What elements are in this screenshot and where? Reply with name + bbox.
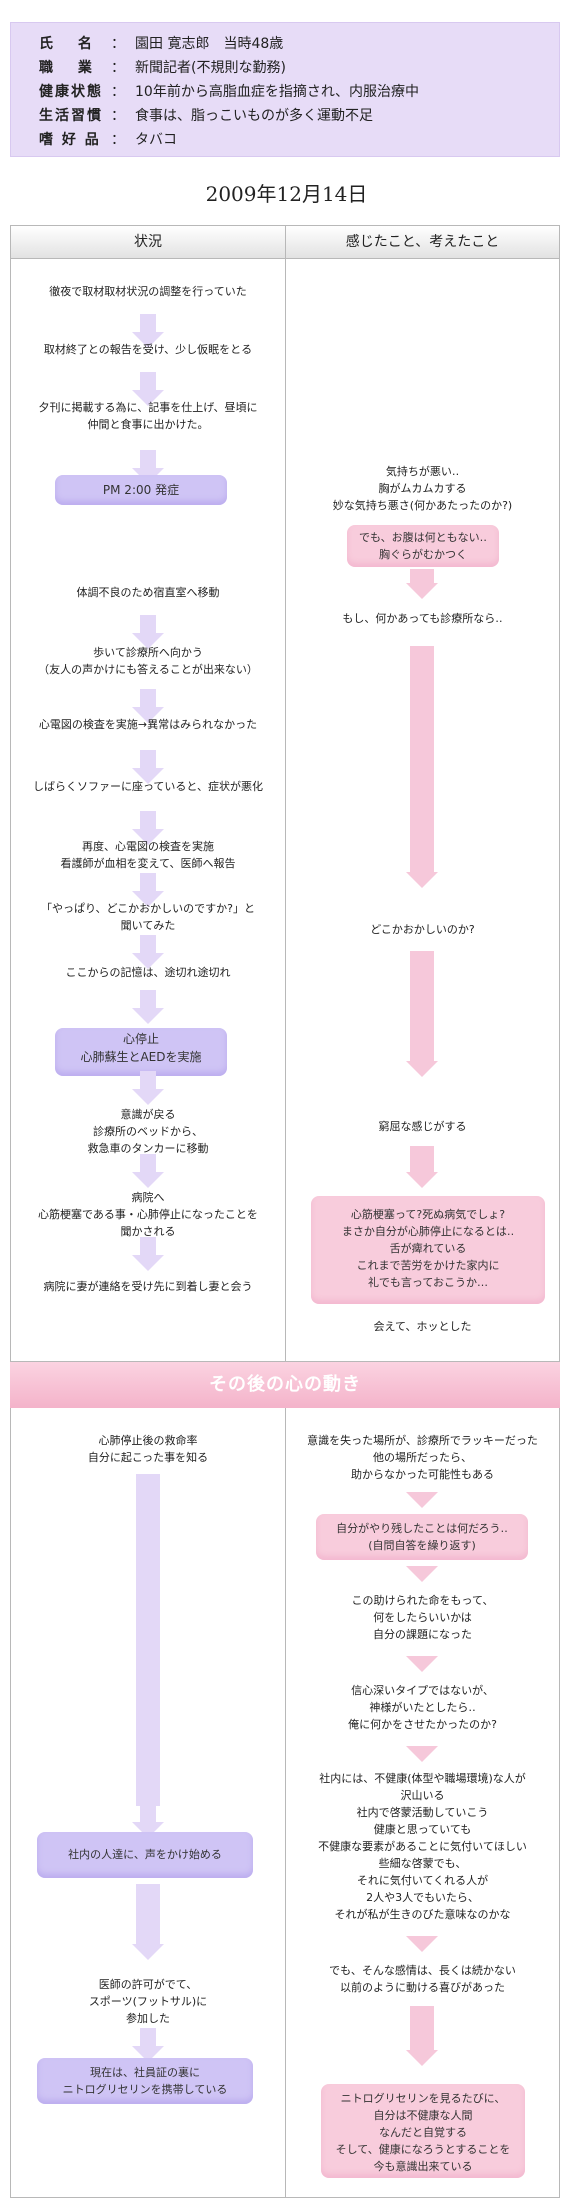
profile-row: 生活習慣：食事は、脂っこいものが多く運動不足 — [39, 108, 373, 124]
aftermath-item: 心肺停止後の救命率 自分に起こった事を知る — [87, 1434, 209, 1464]
event-date: 2009年12月14日 — [205, 182, 368, 206]
profile-value: タバコ — [135, 132, 177, 148]
feeling-box: 自分がやり残したことは何だろう‥ (自問自答を繰り返す) — [316, 1514, 528, 1560]
feeling-item: 窮屈な感じがする — [378, 1120, 467, 1133]
aftermath-feeling: 意識を失った場所が、診療所でラッキーだった 他の場所だったら、 助からなかった可… — [307, 1434, 538, 1481]
flow-arrow — [406, 583, 438, 599]
header-feelings: 感じたこと、考えたこと — [286, 226, 559, 259]
profile-row: 氏 名：園田 寛志郎 当時48歳 — [39, 36, 284, 52]
feeling-box: 心筋梗塞って?死ぬ病気でしょ? まさか自分が心肺停止になるとは‥ 舌が痺れている… — [311, 1196, 545, 1304]
flow-bar — [410, 1146, 434, 1172]
flow-arrow — [132, 689, 164, 723]
profile-value: 園田 寛志郎 当時48歳 — [135, 36, 284, 52]
feeling-item: 気持ちが悪い‥ 胸がムカムカする 妙な気持ち悪さ(何かあたったのか?) — [332, 465, 513, 512]
timeline-table: 状況 感じたこと、考えたこと 徹夜で取材取材状況の調整を行っていた 取材終了との… — [10, 225, 560, 1362]
situation-item: 徹夜で取材取材状況の調整を行っていた — [49, 285, 247, 298]
feeling-item: どこかおかしいのか? — [370, 923, 475, 936]
profile-row: 嗜 好 品：タバコ — [39, 132, 177, 148]
action-box: 現在は、社員証の裏に ニトログリセリンを携帯している — [37, 2058, 253, 2104]
situation-item: 体調不良のため宿直室へ移動 — [76, 586, 220, 599]
flow-arrow — [132, 1154, 164, 1188]
situation-item: ここからの記憶は、途切れ途切れ — [65, 966, 231, 979]
flow-arrow — [406, 1566, 438, 1582]
flow-arrow — [132, 873, 164, 907]
flow-arrow — [132, 1926, 164, 1960]
column-divider — [285, 226, 286, 1361]
profile-value: 10年前から高脂血症を指摘され、内服治療中 — [135, 84, 419, 100]
situation-item: 取材終了との報告を受け、少し仮眠をとる — [43, 343, 253, 356]
feeling-item: もし、何かあっても診療所なら‥ — [342, 612, 503, 625]
situation-item: 病院へ 心筋梗塞である事・心肺停止になったことを 聞かされる — [38, 1191, 258, 1238]
column-divider — [285, 1408, 286, 2197]
flow-arrow — [132, 990, 164, 1024]
flow-arrow — [132, 811, 164, 845]
flow-arrow — [406, 1746, 438, 1762]
aftermath-feeling: でも、そんな感情は、長くは続かない 以前のように動ける喜びがあった — [329, 1964, 516, 1994]
flow-arrow — [406, 872, 438, 888]
onset-box: PM 2:00 発症 — [55, 475, 227, 505]
flow-bar — [136, 1474, 160, 1806]
flow-bar — [410, 646, 434, 872]
situation-item: 「やっぱり、どこかおかしいのですか?」と 聞いてみた — [40, 902, 256, 932]
profile-row: 健康状態：10年前から高脂血症を指摘され、内服治療中 — [39, 84, 419, 100]
feeling-box: ニトログリセリンを見るたびに、 自分は不健康な人間 なんだと自覚する そして、健… — [321, 2084, 525, 2178]
section-title: その後の心の動き — [10, 1362, 560, 1408]
situation-item: 歩いて診療所へ向かう （友人の声かけにも答えることが出来ない） — [38, 646, 258, 676]
profile-label: 職 業 — [39, 60, 94, 76]
aftermath-table: 心肺停止後の救命率 自分に起こった事を知る 社内の人達に、声をかけ始める 医師の… — [10, 1408, 560, 2198]
flow-arrow — [406, 1492, 438, 1508]
flow-arrow — [132, 1237, 164, 1271]
profile-row: 職 業：新聞記者(不規則な勤務) — [39, 60, 286, 76]
flow-arrow — [132, 615, 164, 649]
flow-arrow — [406, 1061, 438, 1077]
profile-label: 健康状態 — [39, 84, 103, 100]
flow-bar — [410, 951, 434, 1061]
situation-item: しばらくソファーに座っていると、症状が悪化 — [32, 780, 263, 793]
action-box: 社内の人達に、声をかけ始める — [37, 1832, 253, 1878]
flow-arrow — [132, 1071, 164, 1105]
profile-label: 生活習慣 — [39, 108, 103, 124]
flow-bar — [410, 2006, 434, 2050]
aftermath-feeling: 社内には、不健康(体型や職場環境)な人が 沢山いる 社内で啓蒙活動していこう 健… — [318, 1772, 527, 1921]
situation-item: 病院に妻が連絡を受け先に到着し妻と会う — [43, 1280, 253, 1293]
aftermath-feeling: この助けられた命をもって、 何をしたらいいかは 自分の課題になった — [351, 1594, 494, 1641]
profile-box: 氏 名：園田 寛志郎 当時48歳 職 業：新聞記者(不規則な勤務) 健康状態：1… — [10, 22, 560, 157]
situation-item: 再度、心電図の検査を実施 看護師が血相を変えて、医師へ報告 — [60, 840, 236, 870]
profile-label: 嗜 好 品 — [39, 132, 101, 148]
situation-item: 意識が戻る 診療所のベッドから、 救急車のタンカーに移動 — [87, 1108, 209, 1155]
aftermath-feeling: 信心深いタイプではないが、 神様がいたとしたら‥ 俺に何かをさせたかったのか? — [348, 1684, 497, 1731]
flow-arrow — [406, 1936, 438, 1952]
feeling-item: 会えて、ホッとした — [373, 1320, 472, 1333]
cardiac-arrest-box: 心停止 心肺蘇生とAEDを実施 — [55, 1028, 227, 1076]
flow-arrow — [132, 750, 164, 784]
profile-value: 新聞記者(不規則な勤務) — [135, 60, 286, 76]
situation-item: 心電図の検査を実施→異常はみられなかった — [38, 718, 258, 731]
flow-bar — [410, 569, 434, 583]
feeling-box: でも、お腹は何ともない‥ 胸ぐらがむかつく — [347, 525, 499, 567]
flow-arrow — [406, 1172, 438, 1188]
aftermath-item: 医師の許可がでて、 スポーツ(フットサル)に 参加した — [88, 1978, 208, 2025]
profile-label: 氏 名 — [39, 36, 94, 52]
profile-value: 食事は、脂っこいものが多く運動不足 — [135, 108, 373, 124]
flow-arrow — [406, 2050, 438, 2066]
flow-arrow — [132, 372, 164, 406]
header-situation: 状況 — [11, 226, 285, 259]
flow-arrow — [132, 935, 164, 969]
flow-arrow — [406, 1656, 438, 1672]
situation-item: 夕刊に掲載する為に、記事を仕上げ、昼頃に 仲間と食事に出かけた。 — [38, 401, 258, 431]
flow-arrow — [132, 314, 164, 348]
